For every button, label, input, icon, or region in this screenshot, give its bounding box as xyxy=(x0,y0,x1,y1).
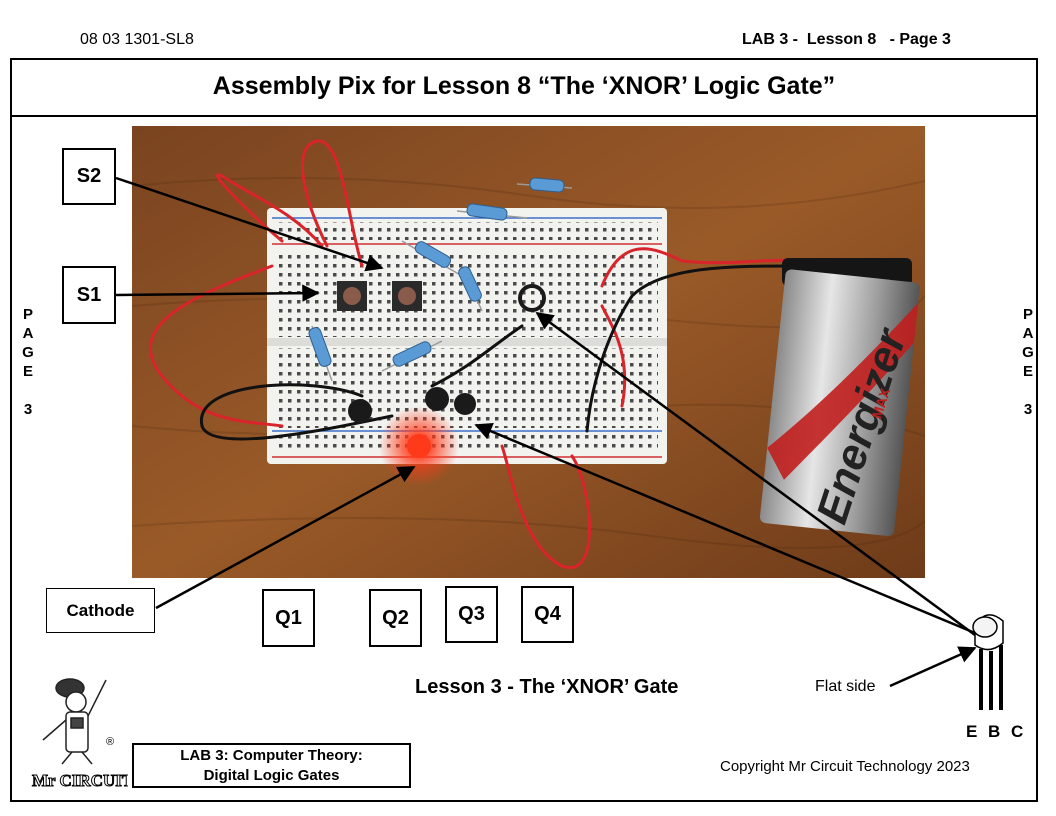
flat-side-label: Flat side xyxy=(815,678,876,695)
mr-circuit-logo: Mr CIRCUIT xyxy=(32,678,128,790)
page-reference: LAB 3 - Lesson 8 - Page 3 xyxy=(742,31,951,48)
registered-mark: ® xyxy=(106,736,115,748)
breadboard xyxy=(267,208,667,464)
label-q1: Q1 xyxy=(262,589,315,647)
lesson-caption: Lesson 3 - The ‘XNOR’ Gate xyxy=(415,676,679,698)
label-q2: Q2 xyxy=(369,589,422,647)
page-title: Assembly Pix for Lesson 8 “The ‘XNOR’ Lo… xyxy=(10,58,1038,117)
document-id: 08 03 1301-SL8 xyxy=(80,31,194,48)
label-s2: S2 xyxy=(62,148,116,205)
side-label-right: P A G E 3 xyxy=(1022,306,1034,418)
logo-text: Mr CIRCUIT xyxy=(32,771,128,790)
arrow-q3 xyxy=(474,422,976,635)
arrow-q4 xyxy=(535,311,976,637)
lab-line-1: LAB 3: Computer Theory: xyxy=(180,747,363,764)
transistor-icon xyxy=(972,614,1004,710)
breadboard-photo: Energizer MAX xyxy=(132,126,925,578)
label-q3: Q3 xyxy=(445,586,498,643)
lab-line-2: Digital Logic Gates xyxy=(203,767,340,784)
page-frame xyxy=(10,58,1038,802)
arrow-flat-side xyxy=(889,646,977,688)
label-cathode: Cathode xyxy=(46,588,155,633)
arrow-cathode xyxy=(155,465,416,610)
label-q4: Q4 xyxy=(521,586,574,643)
battery: Energizer MAX xyxy=(759,258,920,536)
copyright: Copyright Mr Circuit Technology 2023 xyxy=(720,758,970,775)
arrow-s1 xyxy=(115,284,320,302)
lab-title-box: LAB 3: Computer Theory: Digital Logic Ga… xyxy=(132,743,411,788)
transistor-pins: E B C xyxy=(966,722,1027,741)
arrow-s2 xyxy=(115,176,384,272)
label-s1: S1 xyxy=(62,266,116,324)
side-label-left: P A G E 3 xyxy=(22,306,34,418)
